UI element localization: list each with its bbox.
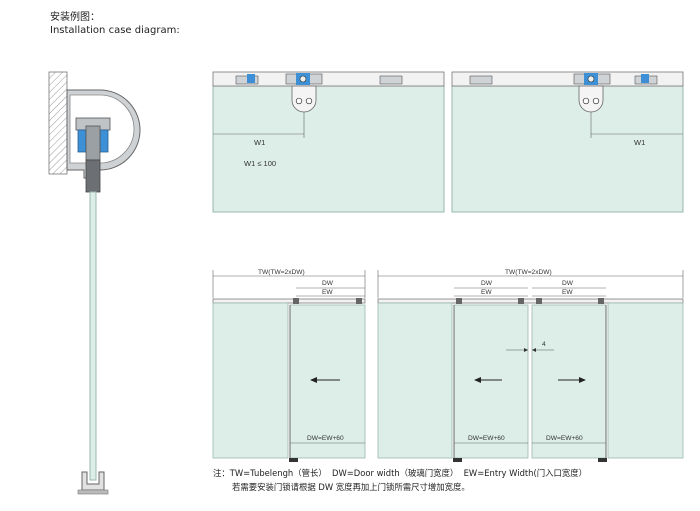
fitting-right-small: [469, 75, 493, 85]
front-view-double: TW(TW=2xDW) DW EW DW EW 4: [377, 269, 684, 462]
glass-door-single: [289, 304, 366, 459]
note-ew: EW=Entry Width(门入口宽度）: [463, 468, 588, 478]
fixed-panel-double-right: [607, 302, 684, 459]
note-lock: 若需要安装门锁请根据 DW 宽度再加上门锁所需尺寸增加宽度。: [232, 482, 470, 492]
tw-label-double: TW(TW=2xDW): [505, 269, 552, 276]
fitting-left-small: [235, 74, 259, 85]
formula-single: DW=EW+60: [307, 435, 344, 442]
caption-english: Installation case diagram:: [50, 25, 180, 36]
roller-core: [85, 125, 101, 161]
gap-label: 4: [542, 341, 546, 348]
fixed-panel-single: [212, 302, 289, 459]
ew-label-double-right: EW: [562, 289, 573, 296]
dw-label-double-left: DW: [481, 280, 493, 287]
note-dw: DW=Door width（玻璃门宽度）: [332, 468, 459, 478]
glass-top-left: [212, 85, 445, 213]
rail-single: [212, 298, 366, 304]
clamp-right: [578, 85, 604, 113]
w1-label-left: W1: [254, 138, 265, 147]
dw-label-double-right: DW: [562, 280, 574, 287]
note-prefix: 注：: [213, 468, 230, 478]
rail-top-right: [451, 71, 684, 87]
rail-double: [377, 298, 684, 304]
note-definitions: 注：TW=Tubelengh（管长） DW=Door width（玻璃门宽度） …: [213, 468, 587, 478]
clamp-left: [291, 85, 317, 113]
glass-door-double-left: [453, 304, 529, 459]
ew-label-single: EW: [322, 289, 333, 296]
glass-clamp: [85, 159, 101, 193]
wall: [48, 71, 68, 175]
roller-right: [99, 129, 109, 153]
tw-label-single: TW(TW=2xDW): [258, 269, 305, 276]
front-view-single: TW(TW=2xDW) DW EW DW=EW+60: [212, 269, 366, 462]
top-elevation-view: W1 W1 W1 ≤ 100: [212, 71, 684, 213]
section-view: [48, 71, 141, 495]
fitting-right-main: [573, 73, 611, 85]
fitting-right-end: [634, 74, 658, 85]
fitting-left-main: [285, 73, 323, 85]
dw-label-single: DW: [322, 280, 334, 287]
caption-chinese: 安装例图：: [50, 12, 100, 23]
fitting-left-end: [379, 75, 403, 85]
w1-constraint: W1 ≤ 100: [244, 159, 276, 168]
roller-left: [77, 129, 87, 153]
glass-top-right: [451, 85, 684, 213]
glass-panel-section: [89, 191, 97, 481]
formula-double-left: DW=EW+60: [468, 435, 505, 442]
formula-double-right: DW=EW+60: [546, 435, 583, 442]
ew-label-double-left: EW: [481, 289, 492, 296]
w1-label-right: W1: [634, 138, 645, 147]
glass-door-double-right: [531, 304, 607, 459]
note-tw: TW=Tubelengh（管长）: [229, 468, 327, 478]
fixed-panel-double-left: [377, 302, 453, 459]
floor-base: [77, 489, 109, 495]
